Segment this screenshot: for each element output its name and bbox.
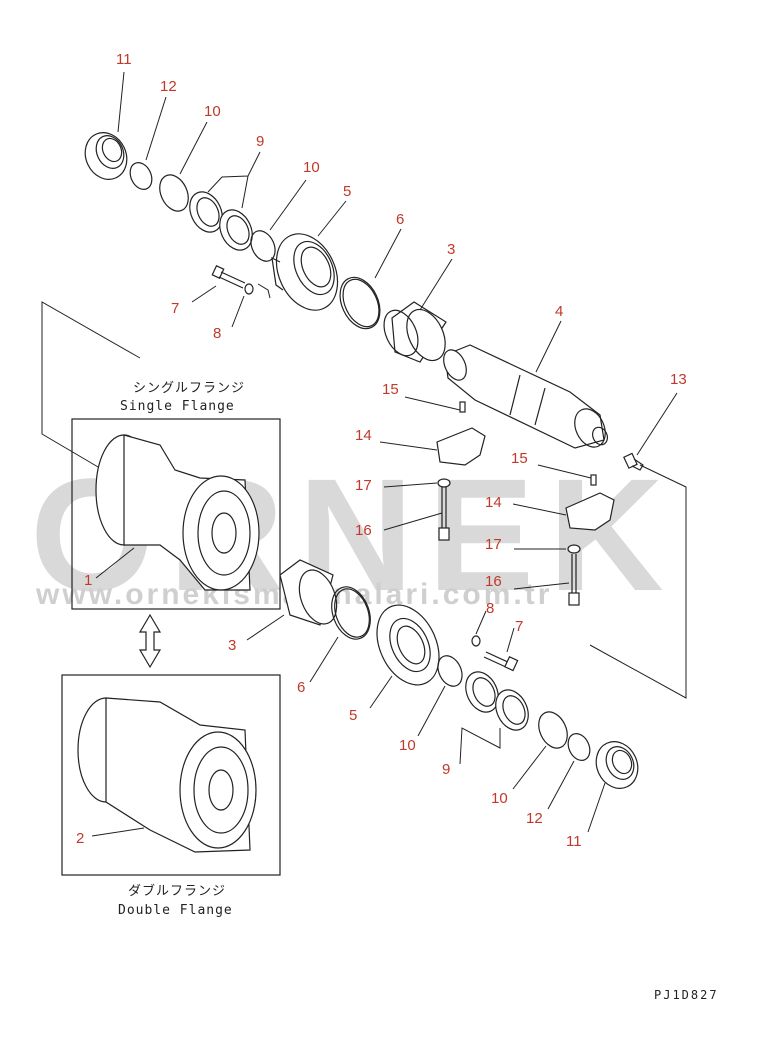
plug-13	[623, 452, 644, 471]
bushing-9-bottom	[465, 671, 529, 731]
bolt-7-top	[211, 264, 246, 289]
double-flange-roller	[77, 697, 257, 853]
single-flange-label-jp: シングルフランジ	[133, 381, 245, 396]
callout-8-top: 8	[213, 325, 221, 342]
callout-2: 2	[76, 830, 84, 847]
callout-1: 1	[84, 572, 92, 589]
callout-15-top: 15	[382, 381, 399, 398]
callout-9-bottom: 9	[442, 761, 450, 778]
callout-4: 4	[555, 303, 563, 320]
washer-17-top	[437, 478, 451, 488]
bolt-16-bottom	[568, 554, 580, 606]
callout-16-top: 16	[355, 522, 372, 539]
single-flange-roller	[95, 434, 260, 591]
callout-17-bottom: 17	[485, 536, 502, 553]
bolt-7-bottom	[483, 651, 519, 672]
callouts: 11 12 10 9 10 5 6 3 7 8 4 13 15 14 17 16…	[76, 51, 687, 850]
callout-12-top: 12	[160, 78, 177, 95]
o-ring-10-top	[159, 174, 189, 212]
pin-15-top	[459, 401, 466, 413]
callout-3-bottom: 3	[228, 637, 236, 654]
single-flange-inset	[71, 418, 281, 610]
callout-11-top: 11	[116, 51, 132, 68]
double-flange-label-jp: ダブルフランジ	[128, 883, 226, 899]
assembly-frame-right	[589, 464, 687, 699]
callout-5-bottom: 5	[349, 707, 357, 724]
callout-10-top: 10	[204, 103, 221, 120]
floating-seal-bottom	[595, 741, 639, 789]
callout-5-top: 5	[343, 183, 351, 200]
assembly-frame-left	[41, 301, 141, 475]
o-ring-12-bottom	[567, 733, 591, 761]
callout-17-top: 17	[355, 477, 372, 494]
interchange-arrow	[138, 613, 162, 669]
bracket-14-bottom	[565, 492, 615, 531]
bushing-9-top	[189, 191, 253, 251]
callout-6-top: 6	[396, 211, 404, 228]
callout-11-bottom: 11	[566, 833, 582, 850]
drawing-code: PJ1D827	[654, 988, 719, 1002]
shaft-4	[443, 344, 608, 449]
double-flange-inset	[61, 674, 281, 876]
o-ring-6-top	[339, 276, 381, 330]
callout-12-bottom: 12	[526, 810, 543, 827]
pin-15-bottom	[590, 474, 597, 486]
floating-seal-top	[84, 132, 128, 180]
callout-13: 13	[670, 371, 687, 388]
callout-8-bottom: 8	[486, 600, 494, 617]
callout-6-bottom: 6	[297, 679, 305, 696]
o-ring-12-top	[129, 162, 153, 190]
washer-17-bottom	[567, 544, 581, 554]
washer-8-top	[244, 283, 254, 295]
callout-10b-bottom: 10	[491, 790, 508, 807]
callout-14-bottom: 14	[485, 494, 502, 511]
o-ring-6-bottom	[331, 586, 371, 640]
bushing-3-top	[383, 301, 447, 363]
o-ring-10-bottom	[437, 655, 463, 687]
collar-5-bottom	[376, 604, 440, 686]
callout-7-bottom: 7	[515, 618, 523, 635]
bushing-3-bottom	[279, 559, 338, 626]
callout-7-top: 7	[171, 300, 179, 317]
callout-15-bottom: 15	[511, 450, 528, 467]
o-ring-10b-bottom	[538, 711, 568, 749]
callout-10b-top: 10	[303, 159, 320, 176]
bolt-16-top	[438, 487, 450, 541]
washer-8-bottom	[471, 635, 481, 647]
double-flange-label-en: Double Flange	[118, 903, 233, 918]
leader-lines	[91, 71, 678, 837]
bracket-14-top	[436, 427, 486, 466]
callout-10-bottom: 10	[399, 737, 416, 754]
single-flange-label-en: Single Flange	[120, 399, 235, 414]
collar-5-top	[271, 233, 339, 311]
callout-3-top: 3	[447, 241, 455, 258]
callout-9-top: 9	[256, 133, 264, 150]
callout-16-bottom: 16	[485, 573, 502, 590]
callout-14-top: 14	[355, 427, 372, 444]
o-ring-10b-top	[250, 230, 276, 262]
